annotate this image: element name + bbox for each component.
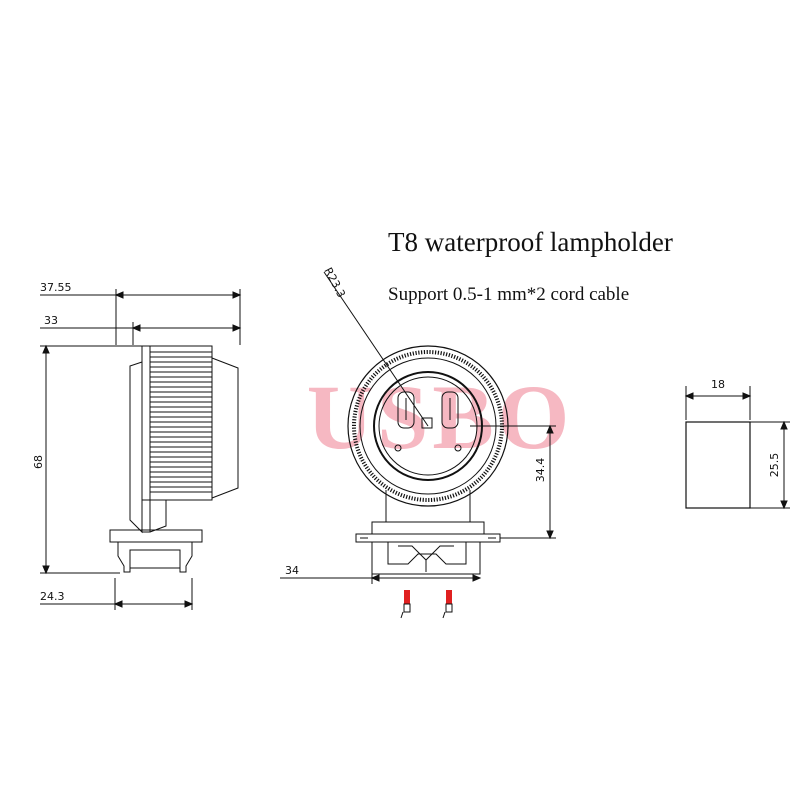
watermark: USBO bbox=[307, 366, 574, 468]
block-view bbox=[684, 386, 790, 510]
side-view bbox=[40, 289, 242, 610]
dim-block-width: 18 bbox=[711, 378, 725, 391]
dim-side-total-width: 37.55 bbox=[40, 281, 72, 294]
rib-lines bbox=[150, 351, 212, 493]
dim-side-height: 68 bbox=[32, 455, 45, 469]
front-view bbox=[280, 271, 556, 584]
title: T8 waterproof lampholder bbox=[388, 227, 673, 257]
dim-block-height: 25.5 bbox=[768, 453, 781, 478]
dim-front-center-height: 34.4 bbox=[534, 458, 547, 483]
dim-front-base-width: 34 bbox=[285, 564, 299, 577]
dim-side-body-width: 33 bbox=[44, 314, 58, 327]
subtitle: Support 0.5-1 mm*2 cord cable bbox=[388, 284, 629, 305]
cord-wires bbox=[400, 590, 453, 619]
dim-front-radius: R23.3 bbox=[321, 265, 348, 299]
dim-side-base-width: 24.3 bbox=[40, 590, 65, 603]
